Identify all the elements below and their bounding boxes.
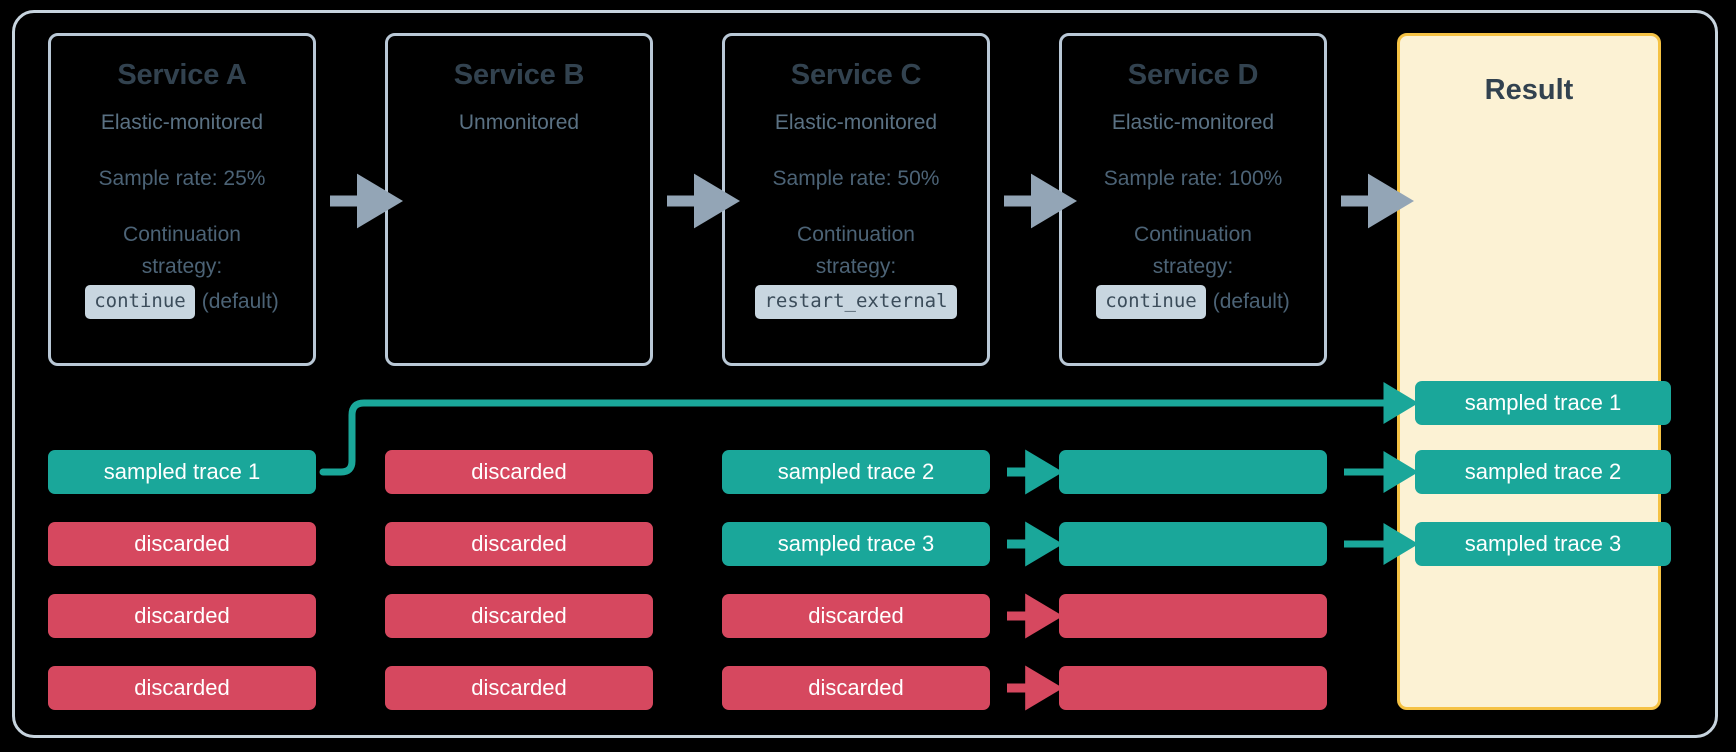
service-strategy-label-line1: Continuation	[123, 223, 241, 247]
service-monitoring-status: Elastic-monitored	[1111, 110, 1275, 134]
service-title: Service D	[1127, 59, 1259, 91]
trace-bar[interactable]: discarded	[48, 666, 316, 710]
service-title: Service B	[453, 59, 585, 91]
trace-bar[interactable]	[1059, 522, 1327, 566]
result-panel[interactable]: Result	[1397, 33, 1661, 710]
service-strategy-label-line2: strategy:	[815, 255, 897, 279]
strategy-code-badge: continue	[85, 285, 195, 320]
trace-bar[interactable]: discarded	[385, 594, 653, 638]
trace-bar[interactable]: discarded	[722, 594, 990, 638]
service-title: Service C	[790, 59, 922, 91]
service-strategy-value-row: continue (default)	[1096, 285, 1290, 320]
trace-bar[interactable]	[1059, 666, 1327, 710]
strategy-code-badge: restart_external	[755, 285, 957, 320]
trace-bar[interactable]: sampled trace 3	[722, 522, 990, 566]
service-strategy-label-line1: Continuation	[1134, 223, 1252, 247]
trace-bar[interactable]: discarded	[48, 522, 316, 566]
strategy-code-badge: continue	[1096, 285, 1206, 320]
service-monitoring-status: Elastic-monitored	[774, 110, 938, 134]
trace-bar[interactable]: discarded	[385, 522, 653, 566]
result-trace-bar[interactable]: sampled trace 2	[1415, 450, 1671, 494]
service-box-b[interactable]: Service B Unmonitored	[385, 33, 653, 366]
strategy-default-note: (default)	[201, 290, 279, 314]
result-panel-title: Result	[1484, 74, 1574, 106]
trace-bar[interactable]: discarded	[48, 594, 316, 638]
trace-bar[interactable]: discarded	[385, 666, 653, 710]
outer-frame	[12, 10, 1718, 738]
service-strategy-label-line2: strategy:	[141, 255, 223, 279]
service-strategy-label-line1: Continuation	[797, 223, 915, 247]
result-trace-bar[interactable]: sampled trace 1	[1415, 381, 1671, 425]
result-trace-bar[interactable]: sampled trace 3	[1415, 522, 1671, 566]
trace-bar[interactable]	[1059, 594, 1327, 638]
service-monitoring-status: Elastic-monitored	[100, 110, 264, 134]
service-title: Service A	[117, 59, 247, 91]
service-box-d[interactable]: Service D Elastic-monitored Sample rate:…	[1059, 33, 1327, 366]
service-strategy-value-row: continue (default)	[85, 285, 279, 320]
service-sample-rate: Sample rate: 25%	[98, 167, 266, 191]
service-strategy-value-row: restart_external	[755, 285, 957, 320]
trace-bar[interactable]: discarded	[385, 450, 653, 494]
service-box-c[interactable]: Service C Elastic-monitored Sample rate:…	[722, 33, 990, 366]
service-sample-rate: Sample rate: 50%	[772, 167, 940, 191]
trace-bar[interactable]: discarded	[722, 666, 990, 710]
strategy-default-note: (default)	[1212, 290, 1290, 314]
trace-bar[interactable]: sampled trace 2	[722, 450, 990, 494]
service-boxes-row: Service A Elastic-monitored Sample rate:…	[48, 33, 1327, 366]
service-monitoring-status: Unmonitored	[458, 110, 580, 134]
trace-bar[interactable]	[1059, 450, 1327, 494]
service-sample-rate: Sample rate: 100%	[1103, 167, 1283, 191]
service-strategy-label-line2: strategy:	[1152, 255, 1234, 279]
trace-bar[interactable]: sampled trace 1	[48, 450, 316, 494]
service-box-a[interactable]: Service A Elastic-monitored Sample rate:…	[48, 33, 316, 366]
